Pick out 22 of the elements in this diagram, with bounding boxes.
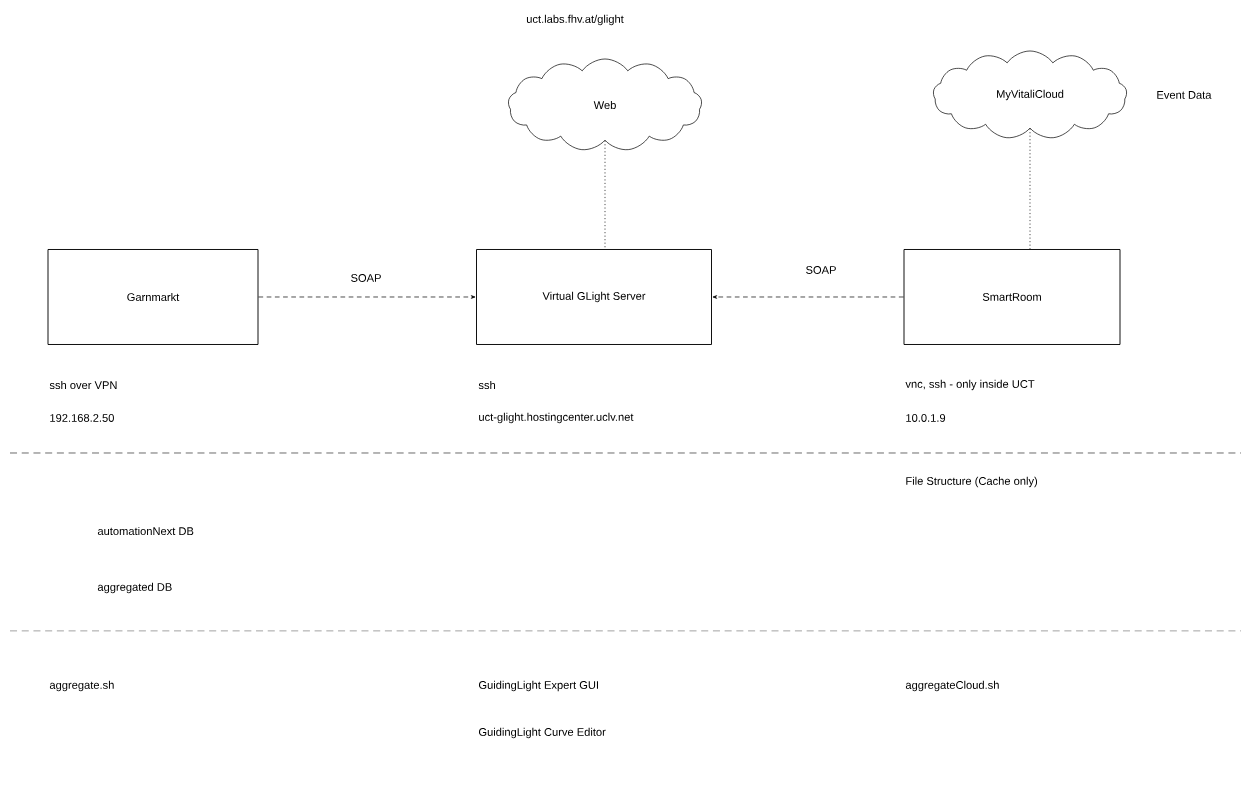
note-text: Event Data <box>1157 91 1212 99</box>
note-text: uct-glight.hostingcenter.uclv.net <box>479 412 634 424</box>
note-text: ssh over VPN <box>49 380 117 390</box>
edge-label: SOAP <box>351 274 381 282</box>
note-text: File Structure (Cache only) <box>906 476 1038 488</box>
note-text: GuidingLight Curve Editor <box>478 727 606 739</box>
server-box: SmartRoom <box>903 249 1121 345</box>
note-text: uct.labs.fhv.at/glight <box>526 14 624 26</box>
connector-arrow <box>258 295 476 299</box>
note-text: GuidingLight Expert GUI <box>478 680 598 692</box>
note-text: automationNext DB <box>97 526 194 536</box>
note-text: vnc, ssh - only inside UCT <box>905 379 1035 391</box>
note-text: ssh <box>478 380 495 390</box>
note-text: aggregated DB <box>97 582 172 594</box>
connector-arrow <box>712 295 904 299</box>
note-text: aggregateCloud.sh <box>905 680 999 692</box>
server-box: Garnmarkt <box>47 249 259 345</box>
note-text: 10.0.1.9 <box>906 414 946 422</box>
note-text: aggregate.sh <box>49 680 114 692</box>
edge-label: SOAP <box>806 266 836 274</box>
server-box: Virtual GLight Server <box>476 249 712 345</box>
note-text: 192.168.2.50 <box>50 414 114 422</box>
